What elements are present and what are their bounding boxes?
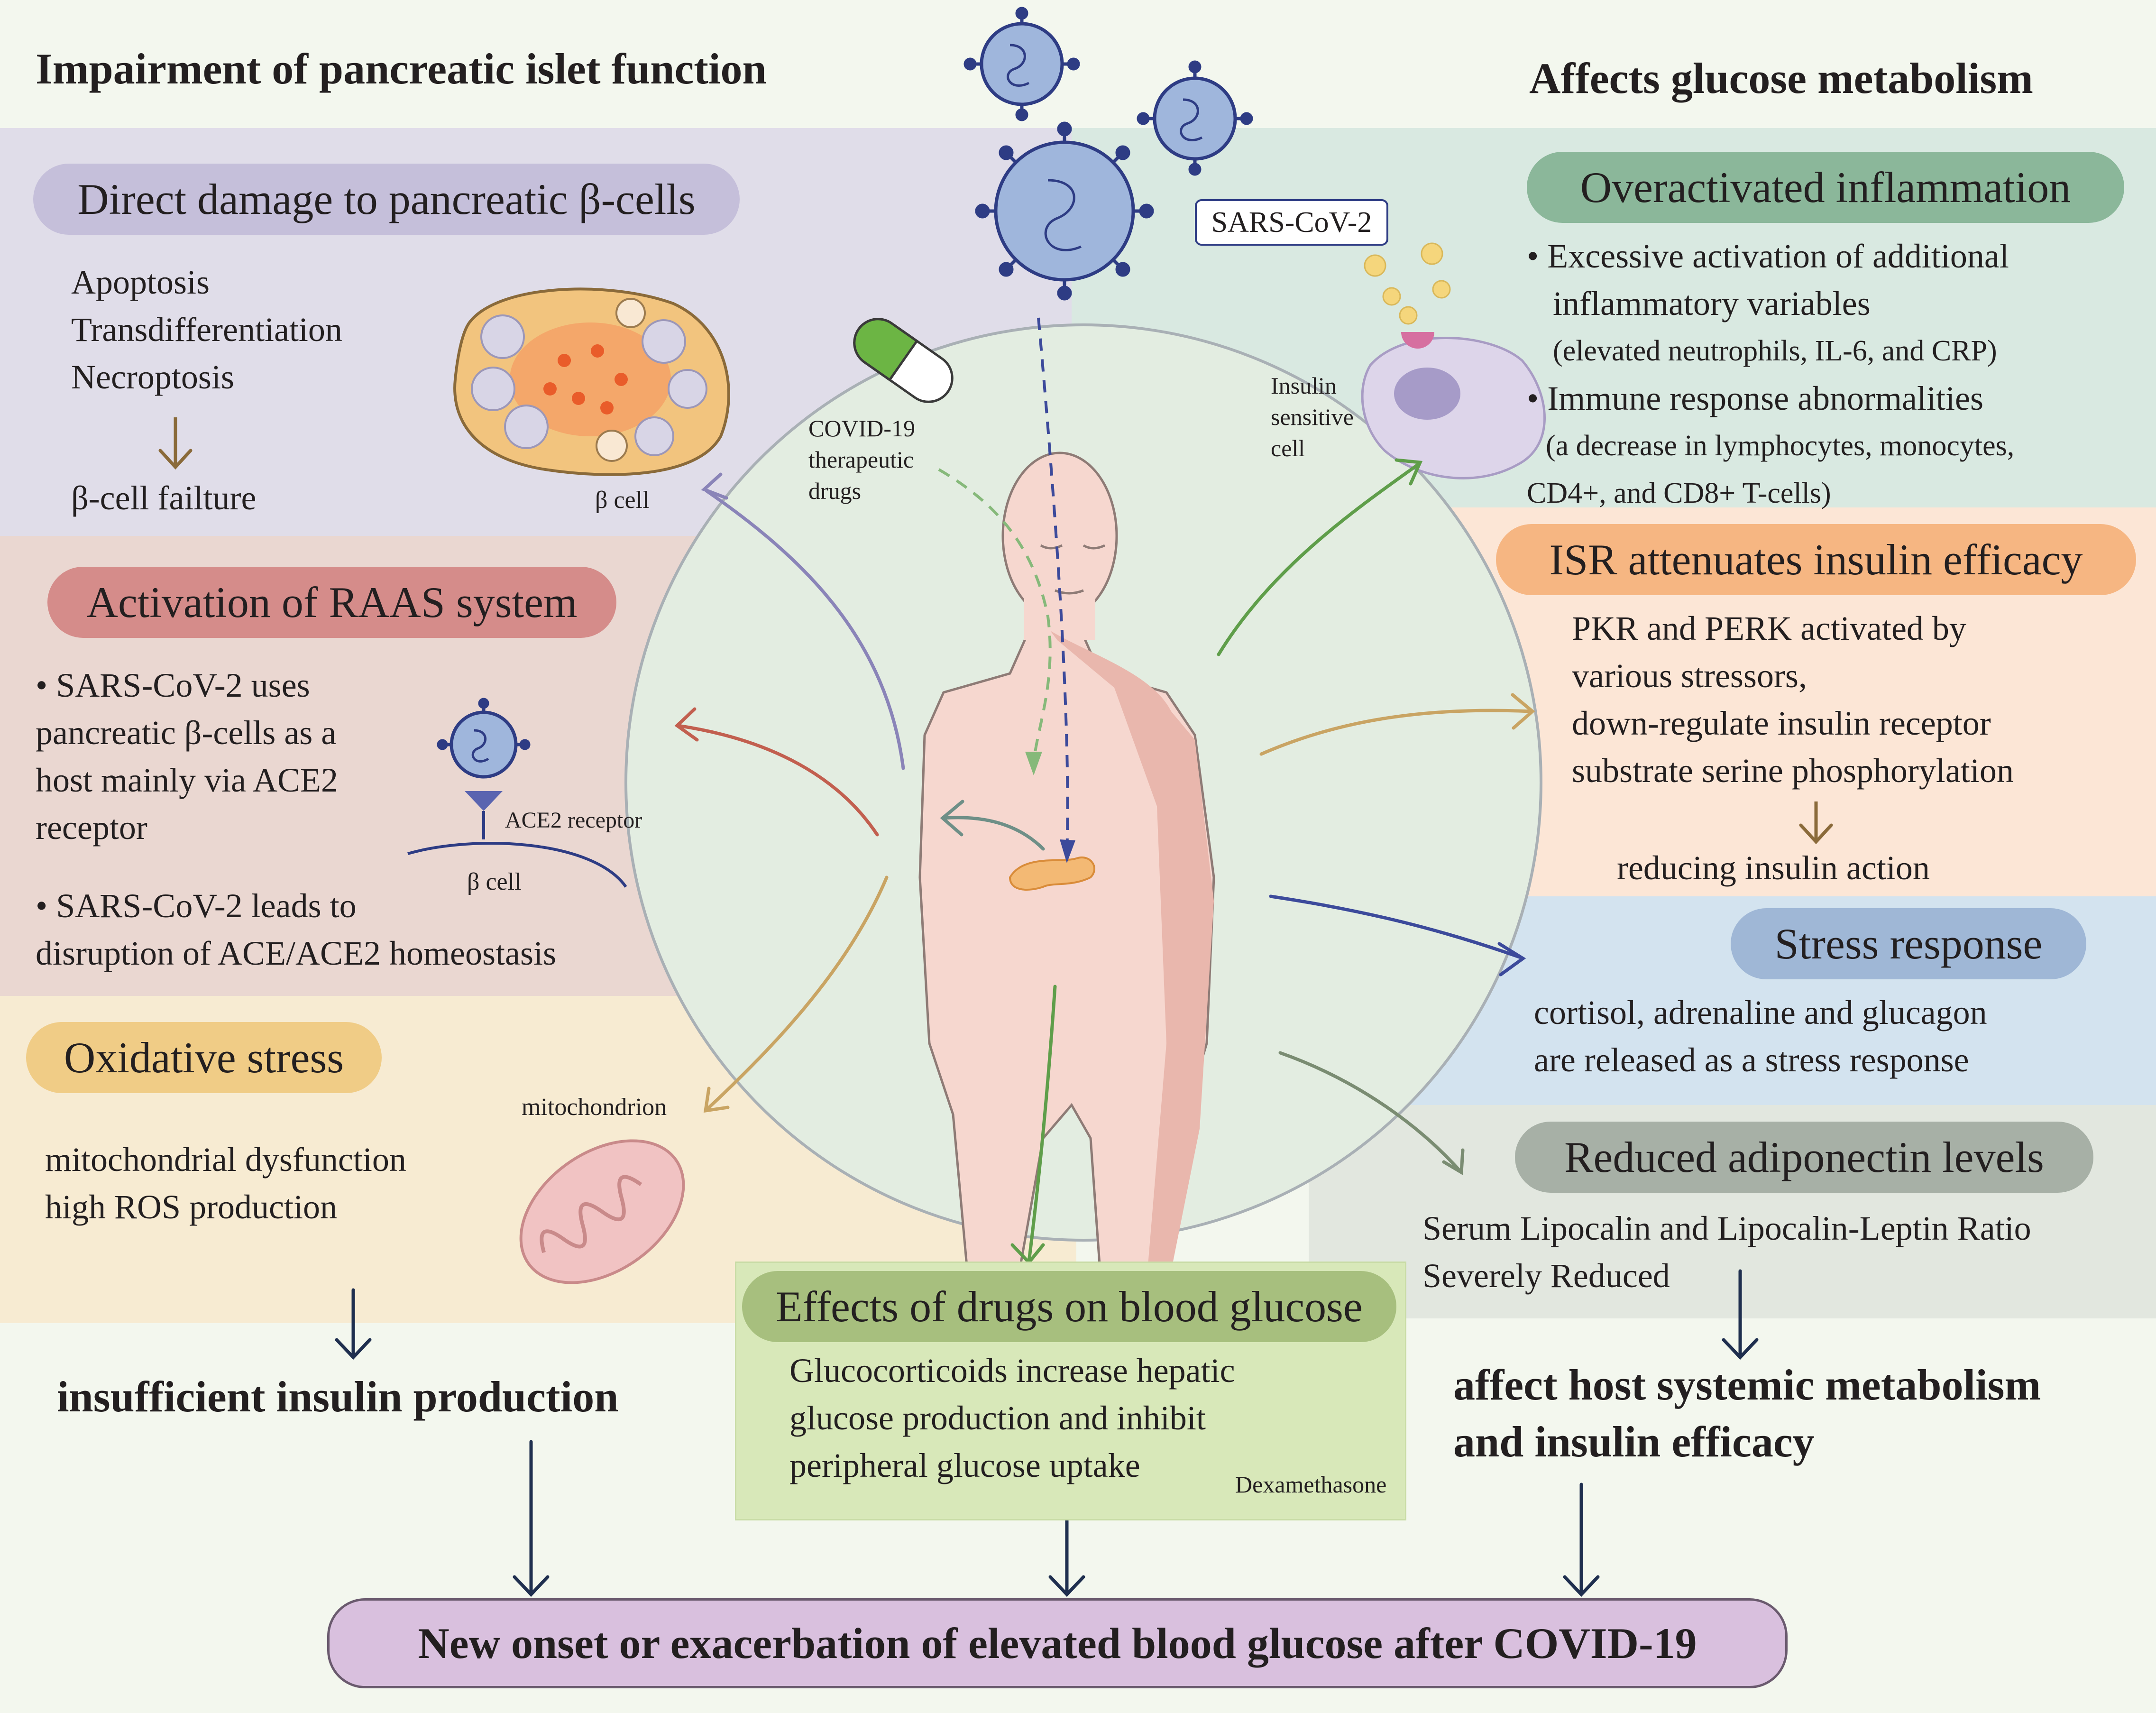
beta-damage-items: Apoptosis Transdifferentiation Necroptos…: [71, 258, 342, 401]
inflammation-line: • Excessive activation of additional: [1527, 237, 2009, 275]
raas-bullet-2: • SARS-CoV-2 leads to disruption of ACE/…: [36, 882, 556, 977]
cell-label-line: sensitive: [1271, 404, 1354, 430]
insulin-sensitive-cell-icon: [1361, 332, 1546, 479]
arrow-to-oxidative: [705, 875, 889, 1112]
inflammatory-particles: [1364, 242, 1451, 325]
arrow-to-stress: [1269, 894, 1524, 960]
ace2-receptor-label: ACE2 receptor: [505, 808, 642, 833]
adiponectin-title: Reduced adiponectin levels: [1515, 1122, 2093, 1193]
arrow-to-isr: [1259, 709, 1533, 756]
covid-drug-label: COVID-19 therapeutic drugs: [808, 413, 915, 507]
item-apoptosis: Apoptosis: [71, 263, 210, 301]
insulin-cell-label: Insulin sensitive cell: [1271, 370, 1354, 464]
final-outcome: New onset or exacerbation of elevated bl…: [327, 1598, 1788, 1688]
virus-entry-path: [1037, 317, 1069, 854]
dexamethasone-label: Dexamethasone: [1235, 1471, 1387, 1498]
arrow-pancreas-left: [942, 816, 1045, 851]
right-conclusion-line: affect host systemic metabolism: [1453, 1361, 2041, 1409]
item-necroptosis: Necroptosis: [71, 358, 234, 396]
inflammation-line: CD4+, and CD8+ T-cells): [1527, 477, 1831, 509]
isr-line: various stressors,: [1572, 657, 1807, 695]
human-body-icon: [918, 451, 1215, 1272]
beta-failure-text: β-cell failture: [71, 479, 257, 517]
virus-spikes: [437, 7, 1253, 750]
isr-line: PKR and PERK activated by: [1572, 609, 1966, 647]
raas-line: • SARS-CoV-2 uses: [36, 666, 310, 704]
inflammation-text: • Excessive activation of additional inf…: [1527, 232, 2014, 517]
raas-line: • SARS-CoV-2 leads to: [36, 887, 357, 925]
drug-effects-title: Effects of drugs on blood glucose: [742, 1271, 1396, 1342]
beta-cell-membrane: [407, 842, 627, 888]
sars-cov-2-label: SARS-CoV-2: [1195, 199, 1388, 246]
stress-line: cortisol, adrenaline and glucagon: [1534, 994, 1987, 1031]
right-conclusion: affect host systemic metabolism and insu…: [1453, 1356, 2041, 1470]
inflammation-line: (elevated neutrophils, IL-6, and CRP): [1553, 335, 1997, 367]
oxidative-items: mitochondrial dysfunction high ROS produ…: [45, 1136, 406, 1231]
ace2-receptor-icon: [465, 791, 503, 811]
isr-line: substrate serine phosphorylation: [1572, 752, 2014, 790]
drug-effects-line: glucose production and inhibit: [789, 1399, 1206, 1437]
beta-damage-title: Direct damage to pancreatic β-cells: [33, 164, 740, 235]
drug-label-line: drugs: [808, 478, 862, 504]
drug-label-line: COVID-19: [808, 415, 915, 442]
oxidative-item: mitochondrial dysfunction: [45, 1141, 406, 1179]
isr-line: down-regulate insulin receptor: [1572, 704, 1991, 742]
isr-title: ISR attenuates insulin efficacy: [1496, 524, 2136, 595]
adiponectin-line: Severely Reduced: [1422, 1257, 1670, 1295]
raas-line: disruption of ACE/ACE2 homeostasis: [36, 934, 556, 972]
isr-result: reducing insulin action: [1617, 849, 1930, 887]
cell-label-line: Insulin: [1271, 372, 1337, 399]
item-transdifferentiation: Transdifferentiation: [71, 311, 342, 349]
islet-beta-cell-label: β cell: [595, 487, 650, 514]
inflammation-title: Overactivated inflammation: [1527, 152, 2124, 223]
stress-line: are released as a stress response: [1534, 1041, 1969, 1079]
raas-bullet-1: • SARS-CoV-2 uses pancreatic β-cells as …: [36, 662, 338, 851]
left-conclusion: insufficient insulin production: [57, 1372, 619, 1421]
inflammation-line: inflammatory variables: [1553, 285, 1871, 322]
mitochondrion-label: mitochondrion: [522, 1094, 667, 1121]
arrow-to-adiponectin: [1278, 1051, 1462, 1173]
adiponectin-text: Serum Lipocalin and Lipocalin-Leptin Rat…: [1422, 1205, 2031, 1299]
raas-line: pancreatic β-cells as a: [36, 714, 337, 752]
adiponectin-line: Serum Lipocalin and Lipocalin-Leptin Rat…: [1422, 1209, 2031, 1247]
isr-text: PKR and PERK activated by various stress…: [1572, 605, 2014, 794]
stress-text: cortisol, adrenaline and glucagon are re…: [1534, 989, 1987, 1084]
pill-icon: [853, 318, 954, 403]
raas-beta-cell-label: β cell: [467, 868, 522, 895]
arrow-to-beta: [705, 489, 905, 770]
drug-effects-line: peripheral glucose uptake: [789, 1446, 1140, 1484]
oxidative-item: high ROS production: [45, 1188, 338, 1226]
inflammation-line: • Immune response abnormalities: [1527, 379, 1983, 417]
drug-effects-line: Glucocorticoids increase hepatic: [789, 1352, 1235, 1390]
raas-line: receptor: [36, 809, 147, 847]
drug-label-line: therapeutic: [808, 446, 914, 473]
arrow-to-drugs: [1027, 985, 1057, 1263]
raas-line: host mainly via ACE2: [36, 761, 338, 799]
right-header: Affects glucose metabolism: [1529, 54, 2033, 102]
left-header: Impairment of pancreatic islet function: [36, 45, 767, 93]
arrow-to-inflammation: [1217, 463, 1420, 656]
drug-path: [938, 468, 1052, 769]
stress-title: Stress response: [1731, 908, 2086, 979]
islet-icon: [453, 287, 730, 476]
right-conclusion-line: and insulin efficacy: [1453, 1418, 1815, 1466]
raas-title: Activation of RAAS system: [47, 567, 616, 638]
cell-label-line: cell: [1271, 435, 1305, 461]
mitochondrion-icon: [519, 1139, 685, 1284]
pancreas-icon: [1009, 856, 1096, 891]
inflammation-line: (a decrease in lymphocytes, monocytes,: [1546, 430, 2015, 462]
arrow-to-raas: [676, 724, 879, 837]
drug-effects-text: Glucocorticoids increase hepatic glucose…: [789, 1347, 1235, 1489]
oxidative-title: Oxidative stress: [26, 1022, 382, 1093]
